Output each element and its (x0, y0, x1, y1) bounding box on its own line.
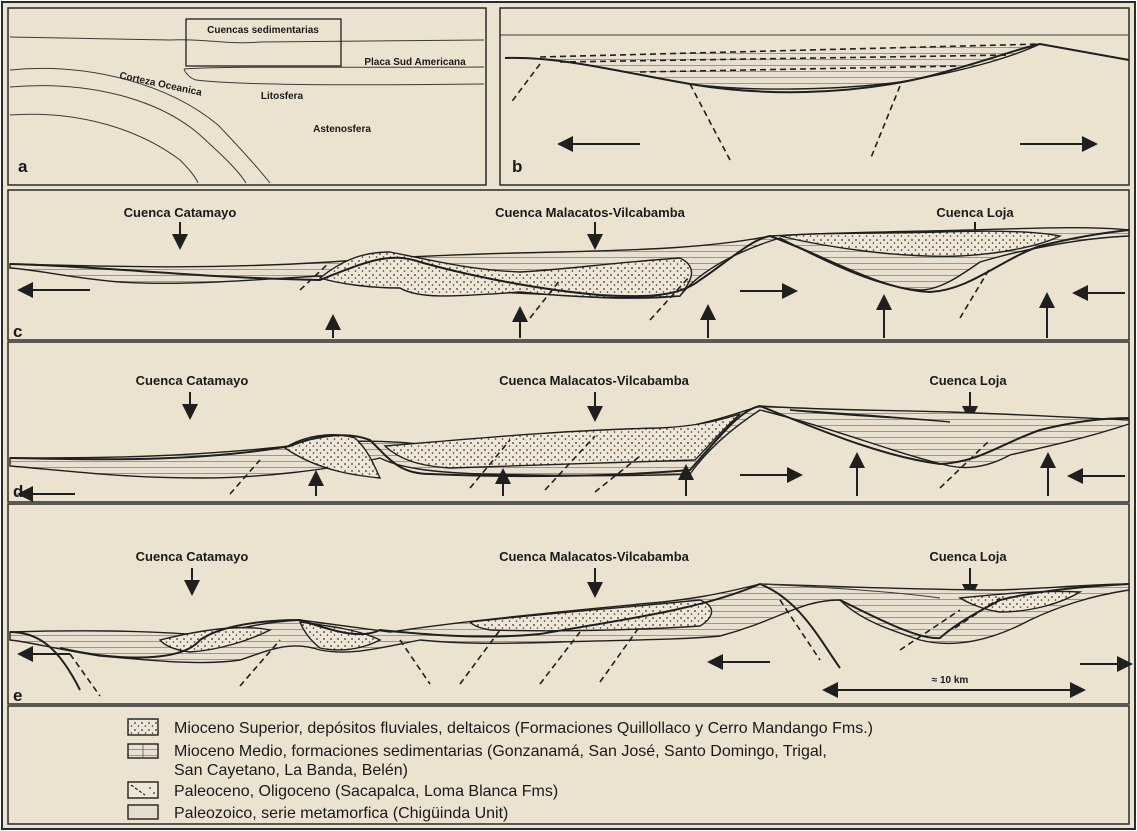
basin-label-catamayo: Cuenca Catamayo (124, 205, 237, 220)
panel-letter: a (18, 157, 28, 176)
basin-label-catamayo: Cuenca Catamayo (136, 373, 249, 388)
panel-c: Cuenca Catamayo Cuenca Malacatos-Vilcaba… (8, 190, 1129, 341)
asthenosphere-label: Astenosfera (313, 124, 371, 135)
basin-label-loja: Cuenca Loja (929, 549, 1007, 564)
panel-a: Cuencas sedimentarias Placa Sud American… (8, 8, 486, 185)
panel-letter: b (512, 157, 522, 176)
panel-letter: c (13, 322, 22, 341)
panel-e: Cuenca Catamayo Cuenca Malacatos-Vilcaba… (8, 504, 1129, 705)
legend: Mioceno Superior, depósitos fluviales, d… (8, 706, 1129, 824)
basin-label-loja: Cuenca Loja (929, 373, 1007, 388)
basin-label-malacatos: Cuenca Malacatos-Vilcabamba (499, 549, 690, 564)
legend-swatch-paleozoic (128, 805, 158, 819)
legend-swatch-dotted (128, 719, 158, 735)
legend-item-paleozoic: Paleozoico, serie metamorfica (Chigüinda… (174, 805, 508, 822)
basin-label-malacatos: Cuenca Malacatos-Vilcabamba (499, 373, 690, 388)
panel-b: b (500, 8, 1129, 185)
legend-item-middle-miocene: Mioceno Medio, formaciones sedimentarias… (174, 743, 827, 760)
sedimentary-basins-label: Cuencas sedimentarias (207, 25, 319, 36)
basin-label-loja: Cuenca Loja (936, 205, 1014, 220)
legend-item-paleocene-oligocene: Paleoceno, Oligoceno (Sacapalca, Loma Bl… (174, 783, 558, 800)
legend-item-upper-miocene: Mioceno Superior, depósitos fluviales, d… (174, 720, 873, 737)
legend-item-middle-miocene-cont: San Cayetano, La Banda, Belén) (174, 762, 408, 779)
panel-letter: e (13, 686, 22, 705)
basin-label-malacatos: Cuenca Malacatos-Vilcabamba (495, 205, 686, 220)
legend-swatch-paleocene (128, 782, 158, 798)
scale-label: ≈ 10 km (932, 675, 969, 686)
lithosphere-label: Litosfera (261, 91, 304, 102)
basin-label-catamayo: Cuenca Catamayo (136, 549, 249, 564)
panel-letter: d (13, 482, 23, 501)
panel-d: Cuenca Catamayo Cuenca Malacatos-Vilcaba… (8, 342, 1129, 502)
south-american-plate-label: Placa Sud Americana (364, 57, 466, 68)
